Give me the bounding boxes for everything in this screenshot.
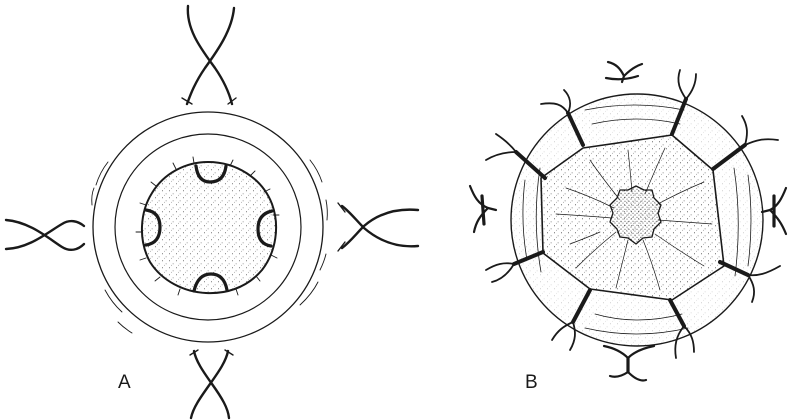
panel-label-a: A — [118, 372, 131, 393]
appendage-b-bottom — [604, 346, 654, 381]
appendage-left — [6, 220, 84, 250]
appendage-b-top — [606, 62, 642, 82]
appendage-b-right — [762, 188, 786, 234]
panel-a-diagram — [6, 6, 418, 418]
panel-b-diagram — [470, 62, 786, 381]
appendage-right — [338, 203, 418, 251]
appendage-bottom — [190, 350, 233, 418]
appendage-top — [182, 6, 236, 104]
panel-label-b: B — [525, 372, 538, 393]
appendage-b-left — [470, 186, 496, 232]
